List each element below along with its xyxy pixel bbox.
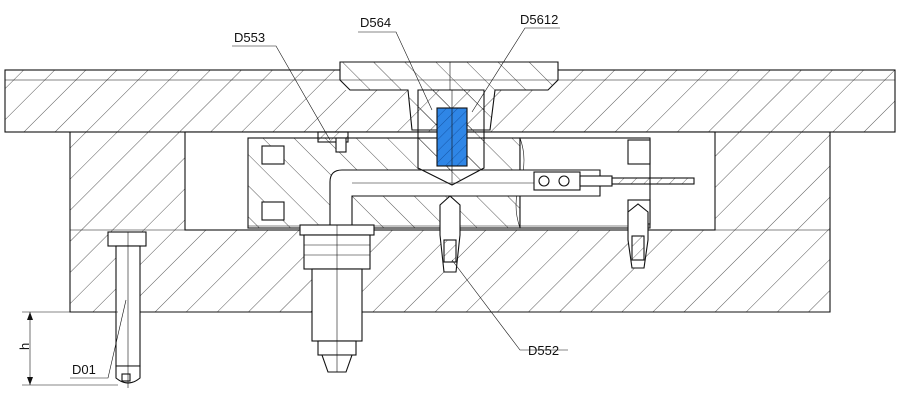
label-d564: D564 (360, 15, 391, 30)
label-d01: D01 (72, 362, 96, 377)
sensor (533, 171, 695, 191)
dimension-h-label: h (17, 343, 32, 350)
label-d553: D553 (234, 30, 265, 45)
leader-lines (70, 27, 568, 379)
label-d552: D552 (528, 343, 559, 358)
guide-pin-d01 (107, 231, 147, 388)
dimension-h: h (17, 311, 118, 386)
screw-d553 (317, 131, 349, 153)
label-d5612: D5612 (520, 12, 558, 27)
bottom-cylinder (299, 224, 375, 373)
center-pin (417, 89, 485, 186)
bolt-d552 (439, 195, 461, 273)
right-bolt (627, 203, 649, 269)
